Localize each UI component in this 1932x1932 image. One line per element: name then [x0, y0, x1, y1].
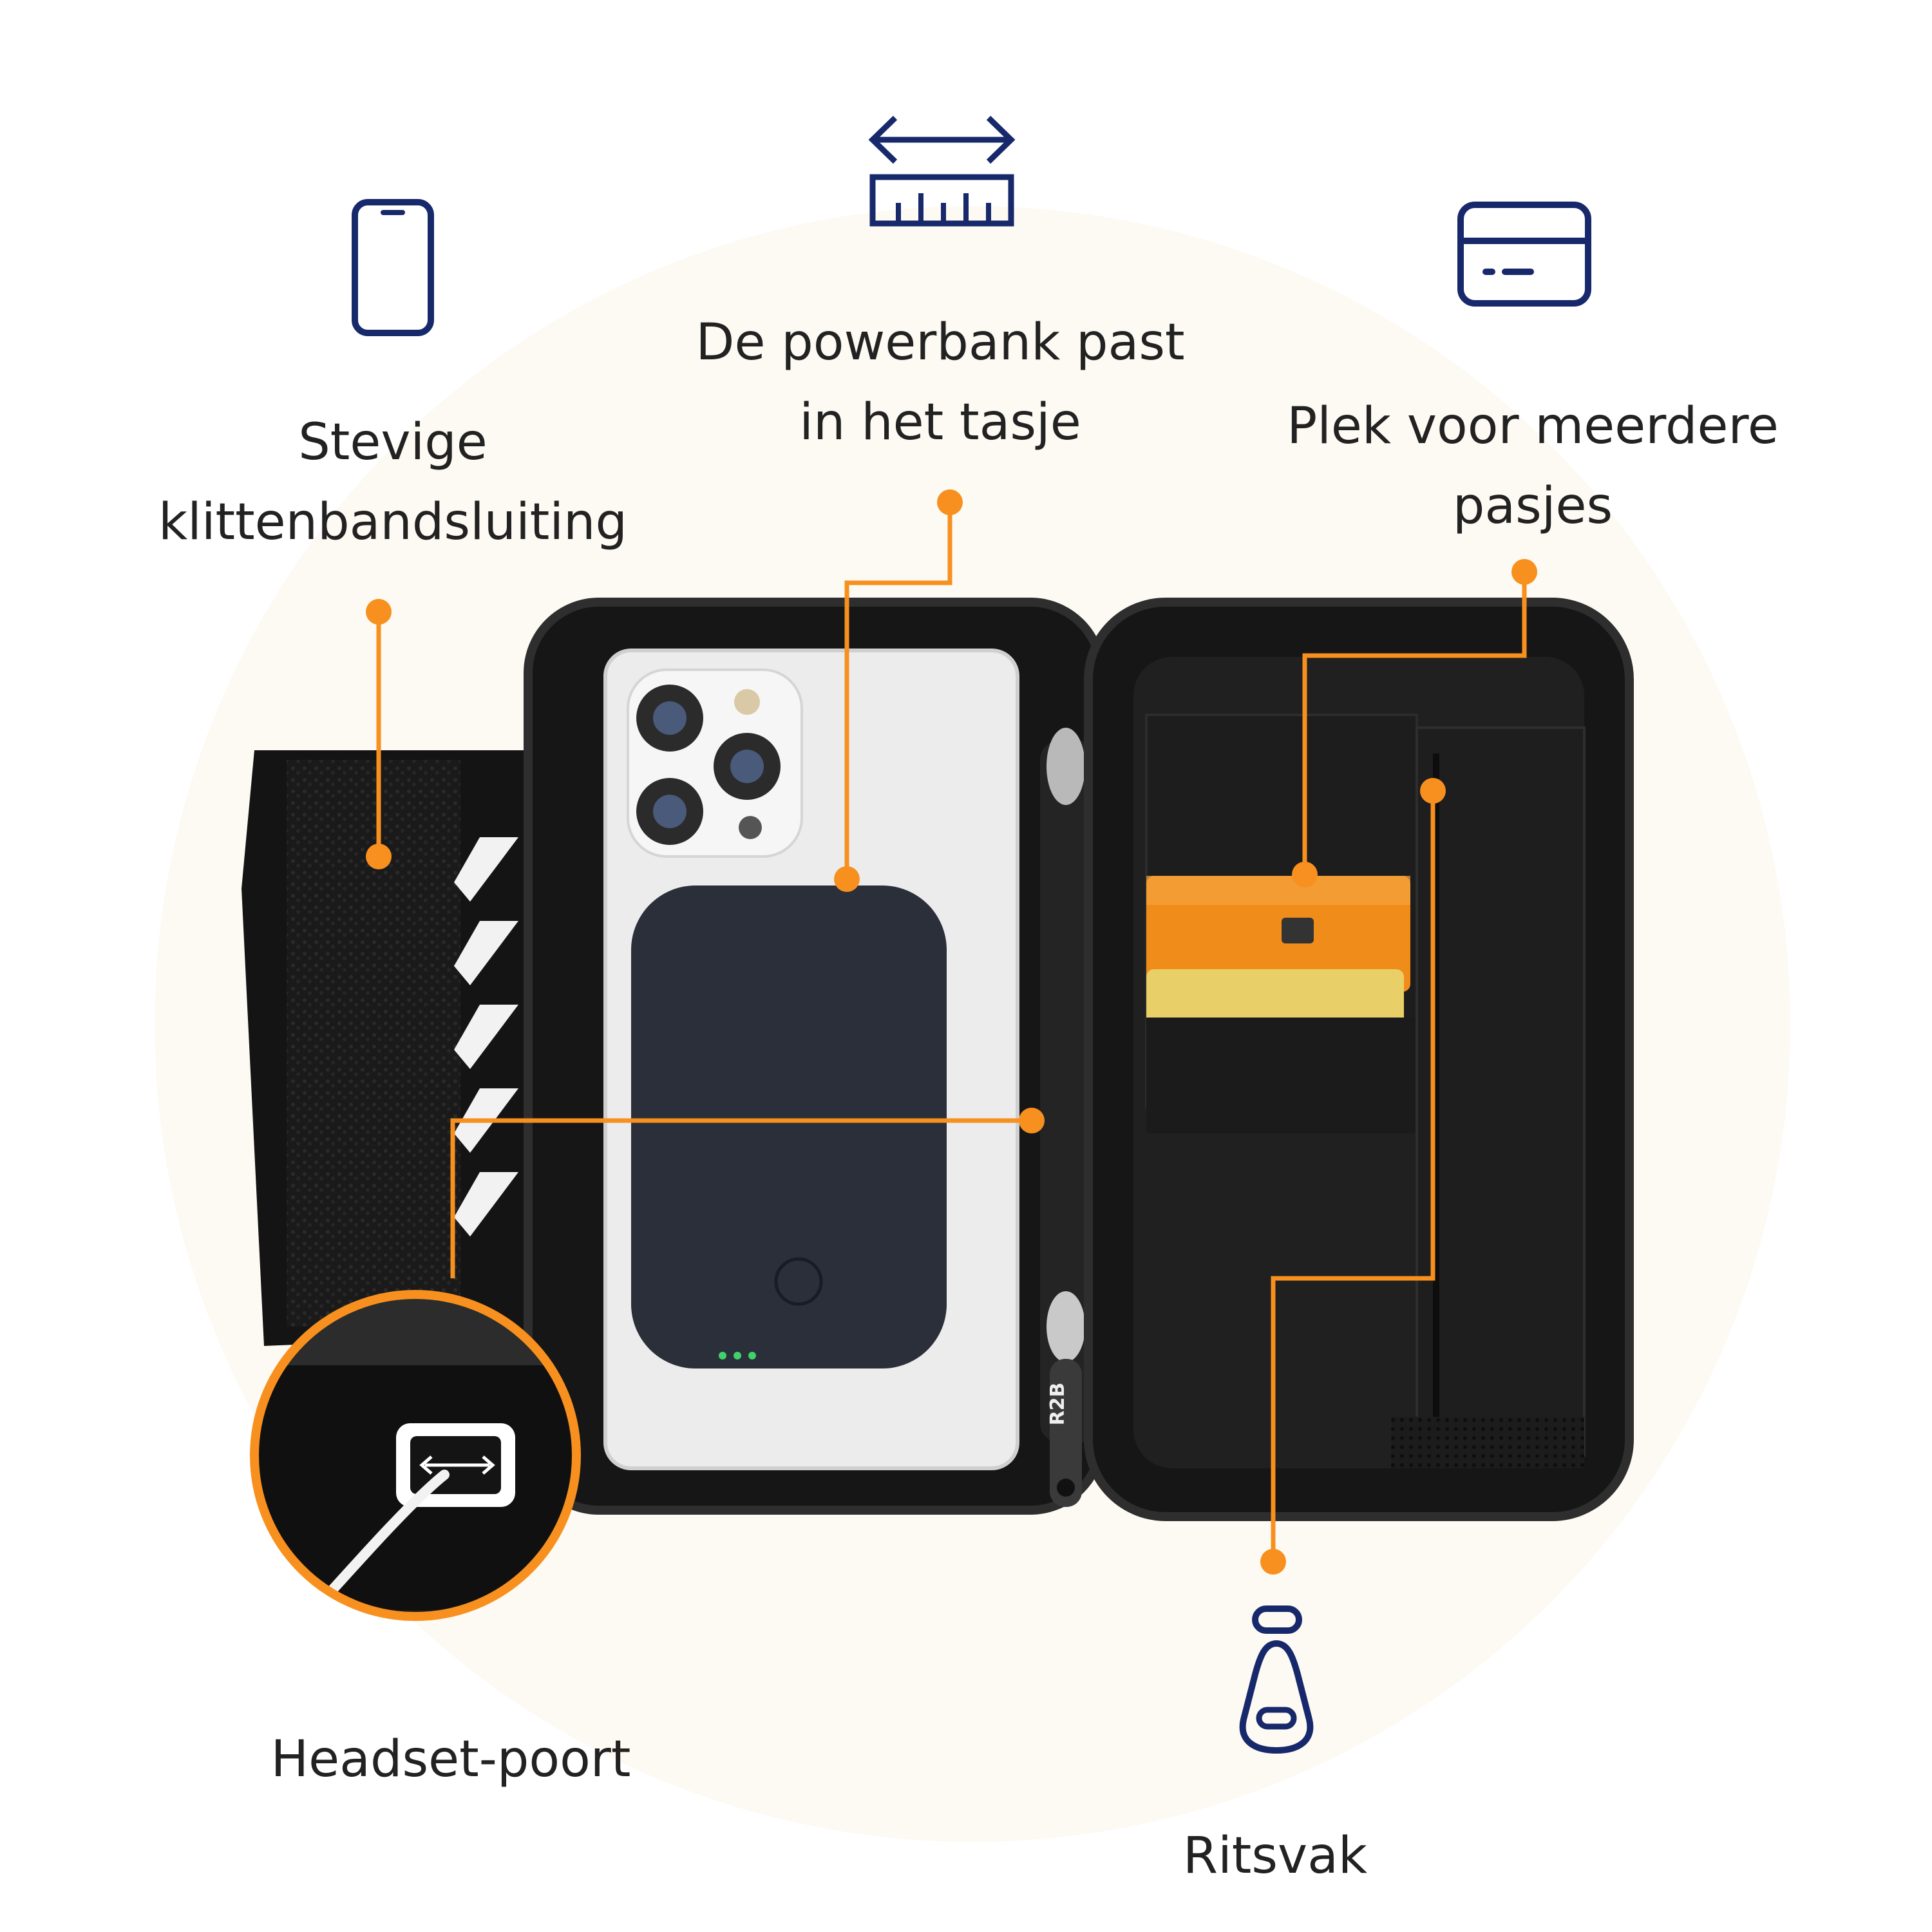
zipper-spine: R2B — [1040, 728, 1098, 1507]
callout-dot-velcro-top — [366, 599, 392, 625]
callout-dot-zipper — [1260, 1549, 1286, 1575]
zipper-pull-icon — [1239, 1605, 1314, 1754]
callout-dot-powerbank-top — [937, 489, 963, 515]
callout-dots — [366, 489, 1537, 1575]
label-zipper: Ritsvak — [1182, 1827, 1368, 1885]
card-orange — [1146, 876, 1410, 992]
callout-dot-powerbank — [834, 866, 860, 892]
label-velcro-line2: klittenbandsluiting — [158, 493, 627, 551]
ruler-width-icon — [868, 115, 1016, 227]
headset-port-zoom — [250, 1290, 581, 1621]
callout-dot-zipper-pocket — [1420, 778, 1446, 804]
case-right-shell — [1084, 598, 1634, 1521]
powerbank — [631, 886, 947, 1368]
credit-card-icon — [1457, 202, 1591, 307]
callout-lines — [376, 502, 1527, 1562]
label-cards-line2: pasjes — [1452, 477, 1613, 535]
label-velcro: Stevige klittenbandsluiting — [90, 402, 696, 562]
label-powerbank-line1: De powerbank past — [696, 314, 1185, 372]
phone-icon — [352, 199, 434, 336]
label-powerbank: De powerbank past in het tasje — [618, 303, 1262, 462]
case-left-shell — [524, 598, 1106, 1515]
label-cards-line1: Plek voor meerdere — [1287, 397, 1779, 455]
label-velcro-line1: Stevige — [298, 413, 488, 471]
label-cards: Plek voor meerdere pasjes — [1211, 386, 1855, 546]
label-headset: Headset-poort — [270, 1730, 631, 1788]
label-powerbank-line2: in het tasje — [799, 393, 1081, 451]
callout-dot-cards — [1292, 862, 1318, 887]
callout-dot-cards-top — [1511, 559, 1537, 585]
callout-dot-headset — [1019, 1108, 1045, 1133]
brand-mark-zipper: R2B — [1046, 1383, 1069, 1426]
callout-dot-velcro — [366, 844, 392, 869]
